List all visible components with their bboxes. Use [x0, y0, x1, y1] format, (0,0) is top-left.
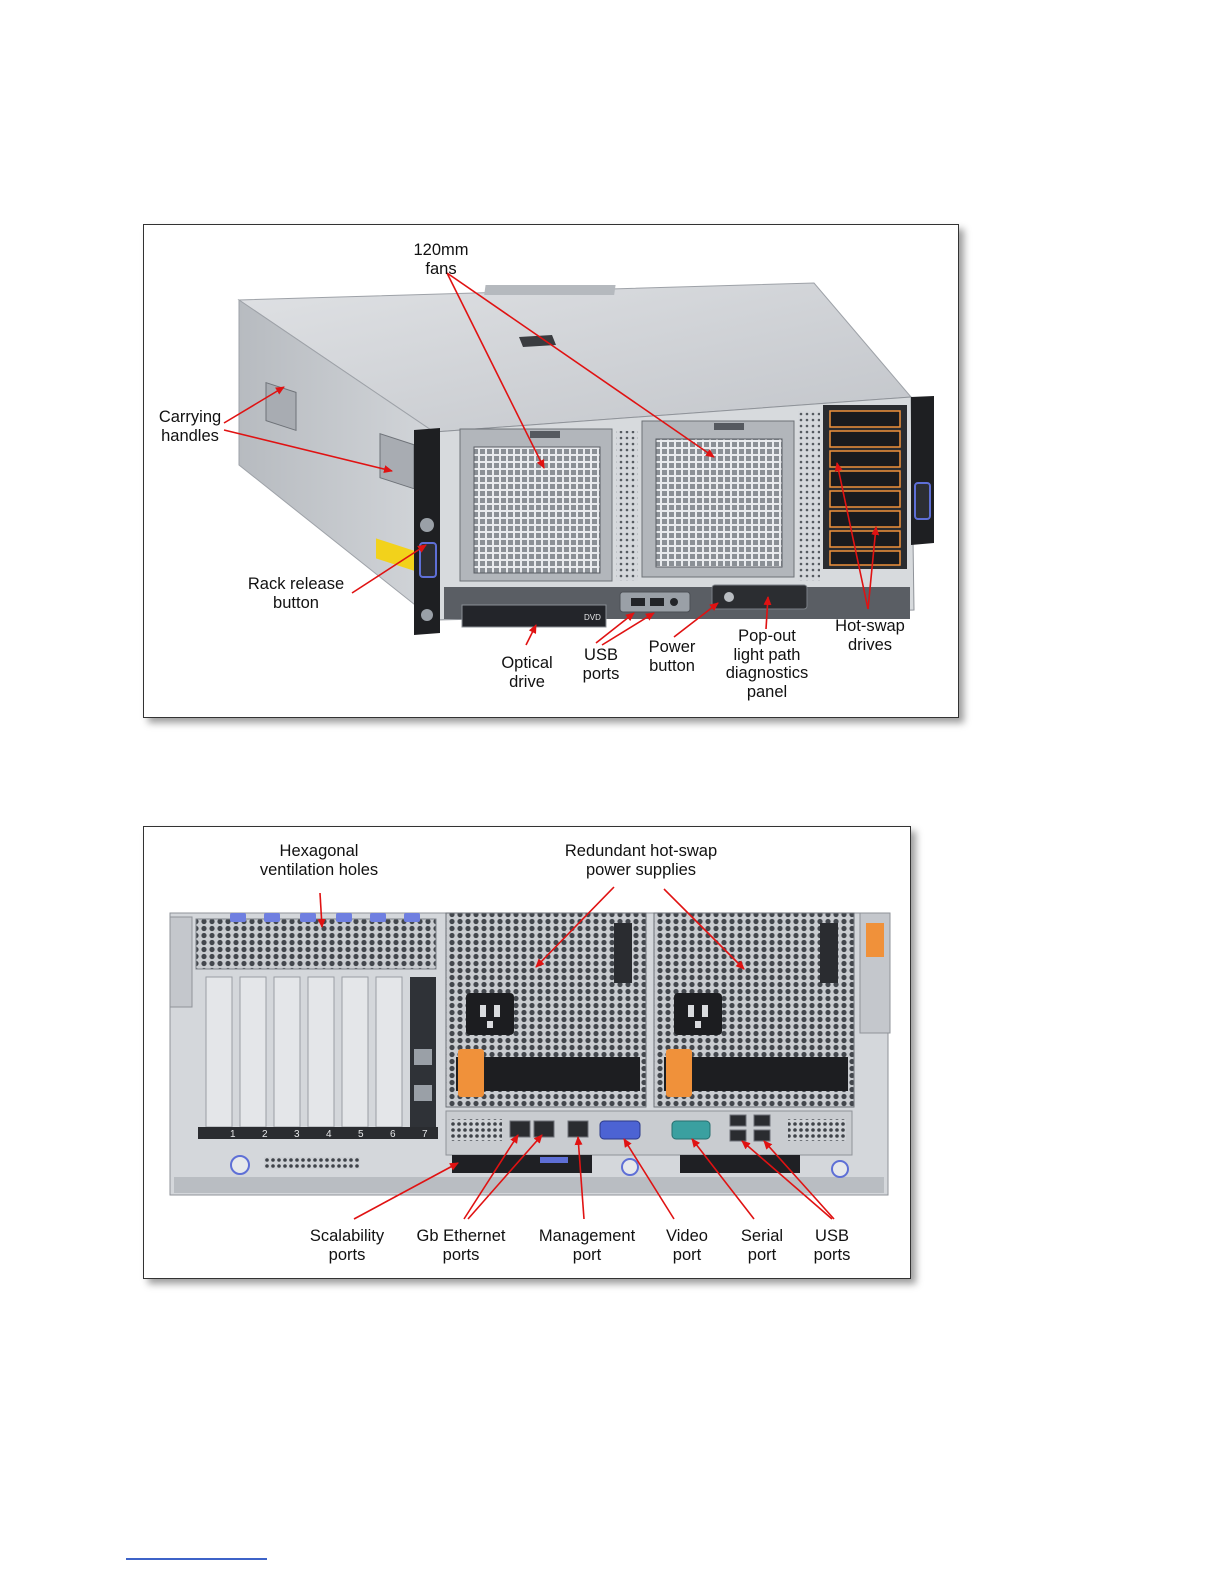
- rear-warning-tag: [866, 923, 884, 957]
- scalability-latch: [540, 1157, 568, 1163]
- arrow-fans-right: [446, 272, 715, 458]
- front-server-illustration: DVD: [223, 272, 934, 646]
- video-port: [599, 1120, 641, 1140]
- callout-serial-port: Serial port: [740, 1227, 784, 1264]
- callout-120mm-fans: 120mm fans: [413, 241, 469, 278]
- gbe-port-2: [533, 1120, 555, 1138]
- fan-module-left: [459, 428, 613, 582]
- arrow-lightpath: [763, 596, 772, 630]
- svg-text:5: 5: [358, 1129, 364, 1140]
- warning-label: [376, 538, 416, 572]
- pci-number-strip: [198, 1127, 438, 1139]
- light-path-panel: [711, 584, 808, 610]
- scalability-vent-strip: [264, 1157, 360, 1169]
- pci-slot-covers: [205, 976, 403, 1128]
- arrow-gbe-1: [463, 1134, 519, 1220]
- arrow-handles-front: [223, 429, 393, 473]
- psu-right: [653, 912, 855, 1108]
- callout-hexagonal-ventilation-holes: Hexagonal ventilation holes: [259, 842, 379, 879]
- svg-text:7: 7: [422, 1129, 428, 1140]
- callout-rack-release-button: Rack release button: [247, 575, 345, 612]
- arrow-handles-rear: [223, 386, 285, 424]
- psu-left-release: [458, 1049, 484, 1097]
- center-thumbscrew: [621, 1158, 639, 1176]
- arrow-usb-2: [601, 612, 655, 646]
- callout-video-port: Video port: [666, 1227, 708, 1264]
- callout-carrying-handles: Carrying handles: [158, 408, 222, 445]
- arrow-psu-right: [663, 888, 745, 970]
- pci-slot-numbers: 1 2 3 4 5 6 7: [230, 1129, 428, 1140]
- callout-gb-ethernet-ports: Gb Ethernet ports: [416, 1227, 506, 1264]
- io-left-vent: [450, 1119, 502, 1141]
- pci-hex-vent: [195, 918, 437, 970]
- psu-left: [445, 912, 647, 1108]
- footnote-separator: [126, 1558, 267, 1560]
- top-cover-latch: [519, 335, 556, 347]
- usb-port-1: [729, 1114, 747, 1127]
- front-view-figure: DVD 120mm fans Carrying handles: [143, 224, 959, 718]
- pci-blue-tabs: [230, 913, 420, 922]
- mgmt-port: [567, 1120, 589, 1138]
- psu-right-release: [666, 1049, 692, 1097]
- io-right-vent: [788, 1119, 846, 1141]
- arrow-gbe-2: [467, 1134, 543, 1220]
- arrow-usb-1: [741, 1140, 833, 1220]
- serial-port: [671, 1120, 711, 1140]
- right-thumbscrew: [831, 1160, 849, 1178]
- arrow-fans-left: [446, 272, 545, 469]
- callout-usb-ports-rear: USB ports: [813, 1227, 851, 1264]
- usb-port-3: [753, 1114, 771, 1127]
- arrow-psu-left: [535, 886, 615, 968]
- hot-swap-drive-cage: [823, 405, 907, 569]
- svg-text:3: 3: [294, 1129, 300, 1140]
- left-thumbscrew: [230, 1155, 250, 1175]
- svg-text:4: 4: [326, 1129, 332, 1140]
- arrow-video: [623, 1138, 675, 1220]
- callout-scalability-ports: Scalability ports: [309, 1227, 385, 1264]
- arrow-power: [673, 602, 719, 638]
- scalability-port-right: [680, 1155, 800, 1173]
- arrow-usb-1: [595, 612, 635, 644]
- usb-port-2: [729, 1129, 747, 1142]
- right-release-latch: [914, 482, 931, 520]
- arrow-hotswap-2: [867, 526, 880, 610]
- usb-port-4: [753, 1129, 771, 1142]
- callout-light-path-panel: Pop-out light path diagnostics panel: [725, 627, 809, 701]
- left-rack-ear: [169, 916, 193, 1008]
- arrow-mgmt: [574, 1136, 585, 1220]
- fan-module-right: [641, 420, 795, 578]
- svg-text:1: 1: [230, 1129, 236, 1140]
- arrow-rack-release: [351, 544, 427, 594]
- right-rack-ear: [911, 396, 934, 545]
- arrow-usb-2: [763, 1140, 835, 1220]
- arrow-hotswap-1: [834, 462, 869, 610]
- svg-text:2: 2: [262, 1129, 268, 1140]
- arrow-scalability: [353, 1162, 459, 1220]
- center-vent-strip: [616, 431, 638, 581]
- arrow-serial: [691, 1138, 755, 1220]
- callout-redundant-power-supplies: Redundant hot-swap power supplies: [564, 842, 718, 879]
- rear-server-illustration: 1 2 3 4 5 6 7: [169, 886, 891, 1220]
- callout-usb-ports: USB ports: [582, 646, 620, 683]
- right-vent-strip: [798, 411, 820, 581]
- arrow-hex-vent: [317, 892, 326, 928]
- rear-chassis-bottom: [174, 1177, 884, 1193]
- callout-management-port: Management port: [538, 1227, 636, 1264]
- arrow-optical: [525, 624, 537, 646]
- rear-view-figure: 1 2 3 4 5 6 7: [143, 826, 911, 1279]
- callout-power-button: Power button: [648, 638, 696, 675]
- callout-optical-drive: Optical drive: [501, 654, 553, 691]
- gbe-port-1: [509, 1120, 531, 1138]
- callout-hot-swap-drives: Hot-swap drives: [835, 617, 905, 654]
- dvd-logo: DVD: [584, 613, 601, 622]
- svg-text:6: 6: [390, 1129, 396, 1140]
